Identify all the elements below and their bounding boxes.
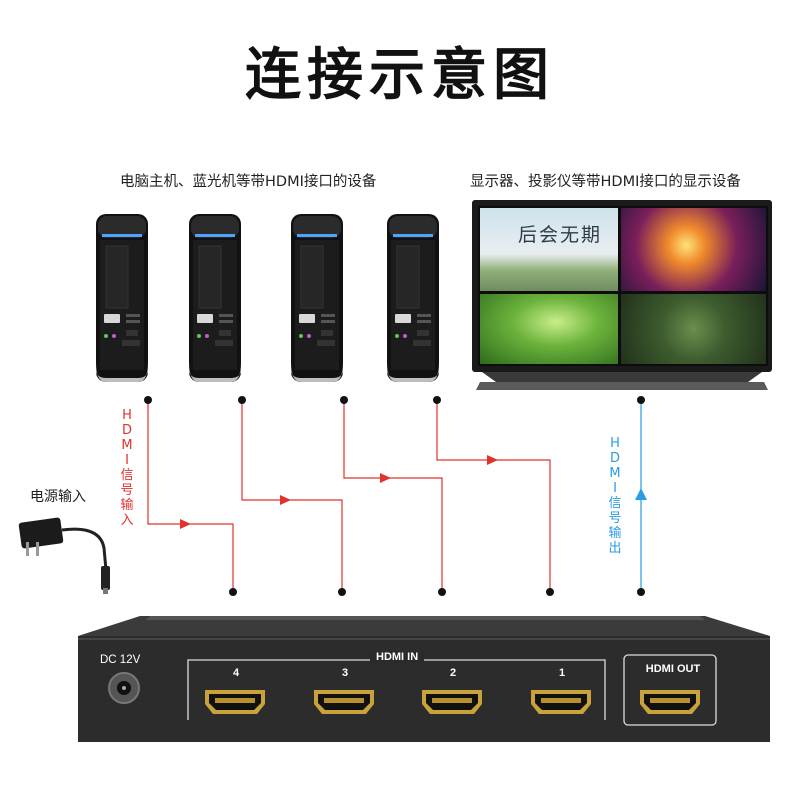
power-adapter xyxy=(18,517,110,594)
display-monitor: 后会无期 xyxy=(472,200,772,395)
hdmi-in-port-1-number: 1 xyxy=(558,667,566,679)
display-devices-caption: 显示器、投影仪等带HDMI接口的显示设备 xyxy=(470,174,741,190)
hdmi-out-label: HDMI OUT xyxy=(645,663,701,675)
input-arrows xyxy=(180,455,498,529)
hdmi-in-port-4-number: 4 xyxy=(232,667,240,679)
output-arrow xyxy=(635,488,647,500)
screen-pane-movie: 后会无期 xyxy=(480,208,618,291)
screen-pane-moba xyxy=(621,294,766,364)
hdmi-signal-input-label: HDMI信号输入 xyxy=(120,408,134,528)
screen-movie-title: 后会无期 xyxy=(518,224,603,246)
hdmi-in-port-3-number: 3 xyxy=(341,667,349,679)
hdmi-multiviewer-device xyxy=(78,616,770,742)
screen-pane-desktop xyxy=(480,294,618,364)
monitor-stand xyxy=(476,372,768,390)
source-devices-caption: 电脑主机、蓝光机等带HDMI接口的设备 xyxy=(120,174,377,190)
power-input-label: 电源输入 xyxy=(30,489,86,505)
screen-pane-game xyxy=(621,208,766,291)
page-title: 连接示意图 xyxy=(245,43,555,108)
dc-12v-label: DC 12V xyxy=(100,654,141,666)
input-line-dots xyxy=(144,396,554,596)
hdmi-in-port-2-number: 2 xyxy=(449,667,457,679)
hdmi-signal-output-label: HDMI信号输出 xyxy=(608,436,622,556)
monitor-screen: 后会无期 xyxy=(478,206,768,366)
input-signal-lines xyxy=(147,400,551,592)
hdmi-in-label: HDMI IN xyxy=(370,651,425,663)
